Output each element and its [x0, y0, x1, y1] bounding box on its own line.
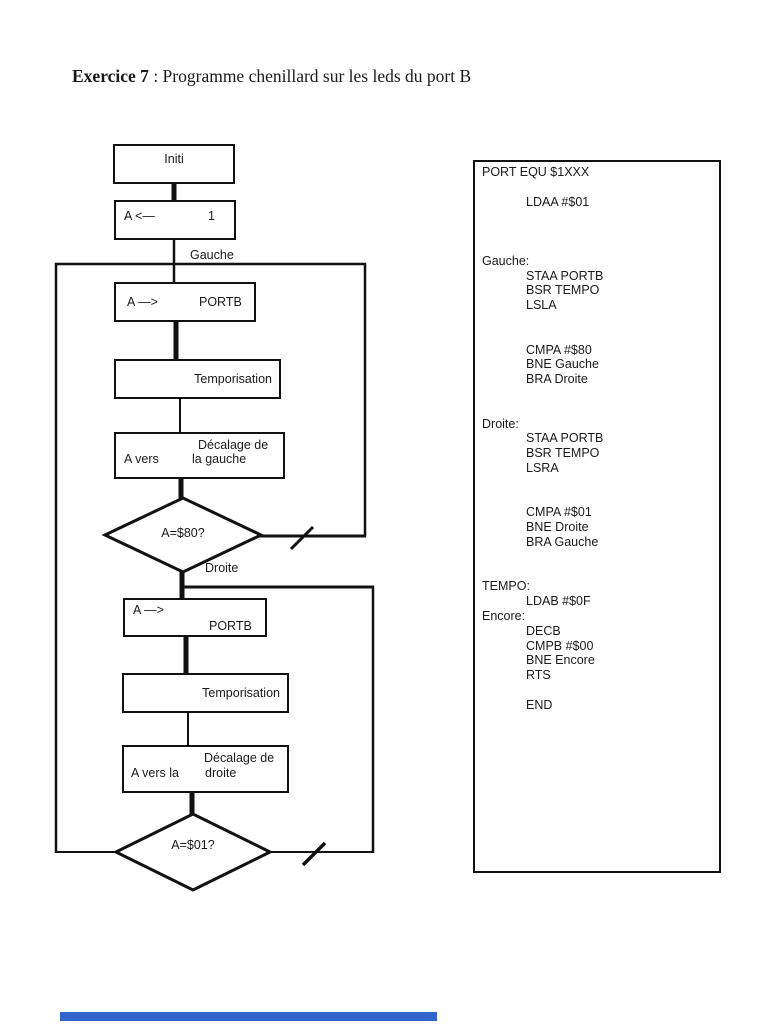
box-shift-right: Décalage de A vers la droite	[122, 745, 289, 793]
label-droite: Droite	[205, 561, 239, 575]
code-line: STAA PORTB	[526, 268, 604, 283]
box-portb2-left: A —>	[133, 603, 164, 617]
box-tempo-1: Temporisation	[114, 359, 281, 399]
box-assign-right: 1	[208, 209, 215, 223]
code-line	[482, 180, 719, 195]
code-line: BSR TEMPO	[526, 283, 600, 298]
code-line: Gauche:	[482, 253, 530, 268]
box-assign: A <— 1	[114, 200, 236, 240]
code-line: BSR TEMPO	[526, 446, 600, 461]
box-init-label: Initi	[164, 152, 184, 166]
shift-left-line1: Décalage de	[198, 438, 269, 452]
code-listing: PORT EQU $1XXX LDAA #$01 Gauche:STAA POR…	[482, 165, 719, 712]
shift-right-line2b: droite	[205, 766, 237, 780]
footer-bar	[60, 1012, 437, 1021]
code-line	[482, 239, 719, 254]
code-line: TEMPO:	[482, 579, 530, 594]
box-tempo1-label: Temporisation	[194, 372, 272, 386]
code-line: PORT EQU $1XXX	[482, 165, 590, 179]
code-line: CMPA #$01	[526, 505, 592, 520]
code-line: END	[526, 697, 553, 712]
shift-right-line2a: A vers la	[131, 766, 179, 780]
code-line	[482, 387, 719, 402]
code-line	[482, 224, 719, 239]
code-line: BNE Encore	[526, 653, 595, 668]
shift-left-line2b: la gauche	[192, 452, 247, 466]
code-line: BNE Droite	[526, 520, 589, 535]
code-line: DECB	[526, 623, 561, 638]
box-portb2-right: PORTB	[209, 619, 252, 633]
code-line: LSLA	[526, 298, 557, 313]
code-line	[482, 683, 719, 698]
label-gauche: Gauche	[190, 248, 234, 262]
code-line	[482, 402, 719, 417]
code-line: CMPB #$00	[526, 638, 594, 653]
code-line	[482, 209, 719, 224]
code-line	[482, 550, 719, 565]
code-line	[482, 491, 719, 506]
box-init: Initi	[113, 144, 235, 184]
code-line	[482, 565, 719, 580]
break-slash-icon	[301, 841, 327, 867]
code-panel: PORT EQU $1XXX LDAA #$01 Gauche:STAA POR…	[473, 160, 721, 873]
box-portb-1: A —> PORTB	[114, 282, 256, 322]
decision-diamond-a80	[101, 496, 265, 574]
code-line	[482, 313, 719, 328]
box-tempo2-label: Temporisation	[202, 686, 280, 700]
decision-a80-label: A=$80?	[161, 526, 205, 540]
code-line	[482, 476, 719, 491]
shift-left-line2a: A vers	[124, 452, 159, 466]
break-slash-icon	[289, 525, 315, 551]
box-portb-2: A —> PORTB	[123, 598, 267, 637]
code-line: STAA PORTB	[526, 431, 604, 446]
box-assign-left: A <—	[124, 209, 155, 223]
code-line: RTS	[526, 668, 551, 683]
page-title-rest: : Programme chenillard sur les leds du p…	[148, 66, 472, 86]
decision-diamond-a01	[112, 812, 274, 892]
box-portb1-right: PORTB	[199, 295, 242, 309]
code-line: LDAA #$01	[526, 194, 590, 209]
code-line: BNE Gauche	[526, 357, 599, 372]
code-line: LDAB #$0F	[526, 594, 591, 609]
box-portb1-left: A —>	[127, 295, 158, 309]
page-title: Exercice 7 : Programme chenillard sur le…	[72, 66, 471, 87]
code-line: Droite:	[482, 416, 519, 431]
code-line	[482, 328, 719, 343]
page-title-bold: Exercice 7	[72, 66, 149, 86]
code-line: BRA Droite	[526, 372, 588, 387]
code-line: CMPA #$80	[526, 342, 592, 357]
code-line: LSRA	[526, 460, 559, 475]
code-line: Encore:	[482, 608, 526, 623]
code-line: BRA Gauche	[526, 534, 599, 549]
decision-a01-label: A=$01?	[171, 838, 215, 852]
shift-right-line1: Décalage de	[204, 751, 275, 765]
box-tempo-2: Temporisation	[122, 673, 289, 713]
box-shift-left: Décalage de A vers la gauche	[114, 432, 285, 479]
